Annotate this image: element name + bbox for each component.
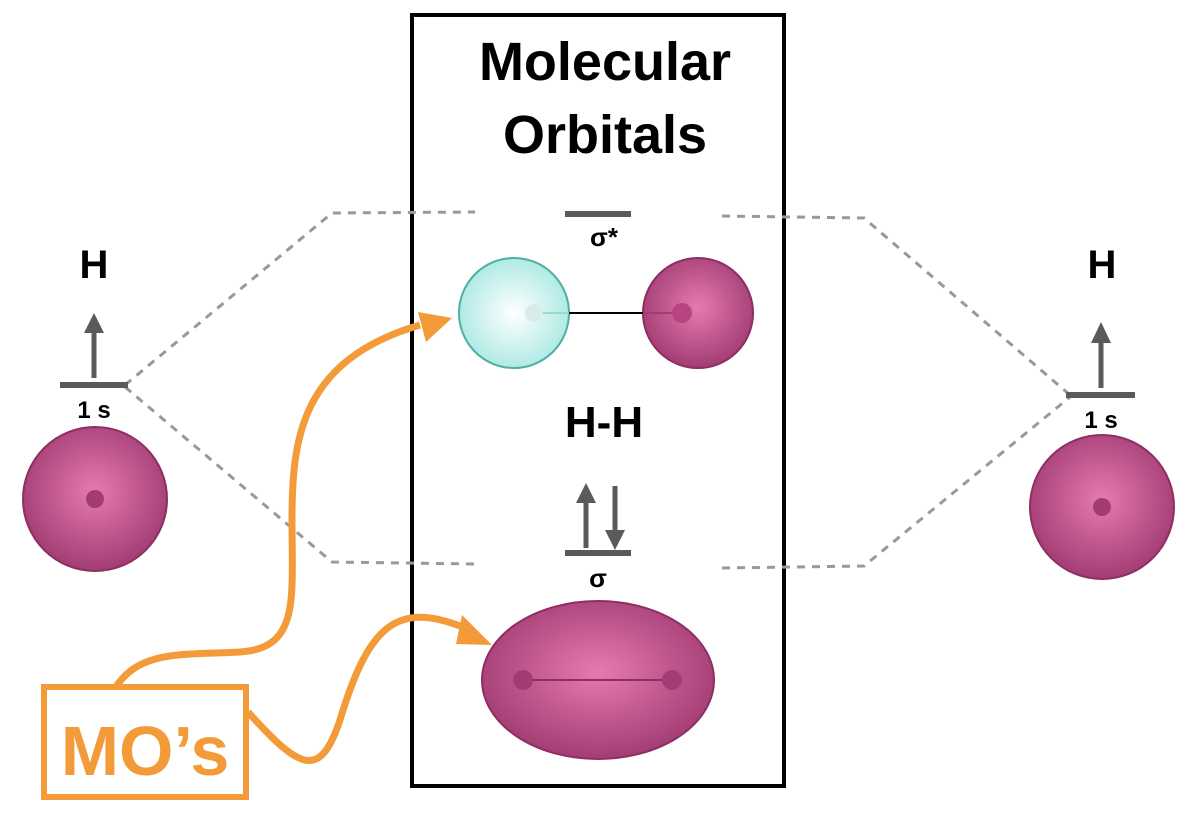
left-h-atom — [22, 426, 168, 572]
left-atom-label: H — [80, 243, 109, 287]
mo-title-1: Molecular — [479, 32, 731, 92]
callout-arrowhead-bottom — [456, 615, 492, 645]
callout-arrows — [112, 321, 472, 764]
correlation-lines — [124, 210, 1071, 570]
right-h-atom — [1029, 434, 1175, 580]
paired-spin-arrows — [576, 483, 625, 550]
left-spin-up-arrow — [84, 313, 104, 378]
callout-label: MO’s — [61, 712, 230, 790]
left-orbital-label: 1 s — [77, 397, 110, 424]
right-orbital-label: 1 s — [1084, 407, 1117, 434]
mo-box — [410, 13, 786, 788]
bonding-orbital — [481, 600, 715, 760]
right-spin-up-arrow — [1091, 322, 1111, 388]
right-atom-label: H — [1088, 243, 1117, 287]
callout-arrowhead-top — [418, 312, 452, 342]
callout-box — [41, 684, 249, 800]
antibonding-orbital — [458, 257, 754, 369]
antibonding-label: σ* — [590, 222, 619, 252]
molecule-label: H-H — [565, 398, 643, 447]
bonding-label: σ — [589, 563, 607, 593]
mo-title-2: Orbitals — [503, 105, 707, 165]
